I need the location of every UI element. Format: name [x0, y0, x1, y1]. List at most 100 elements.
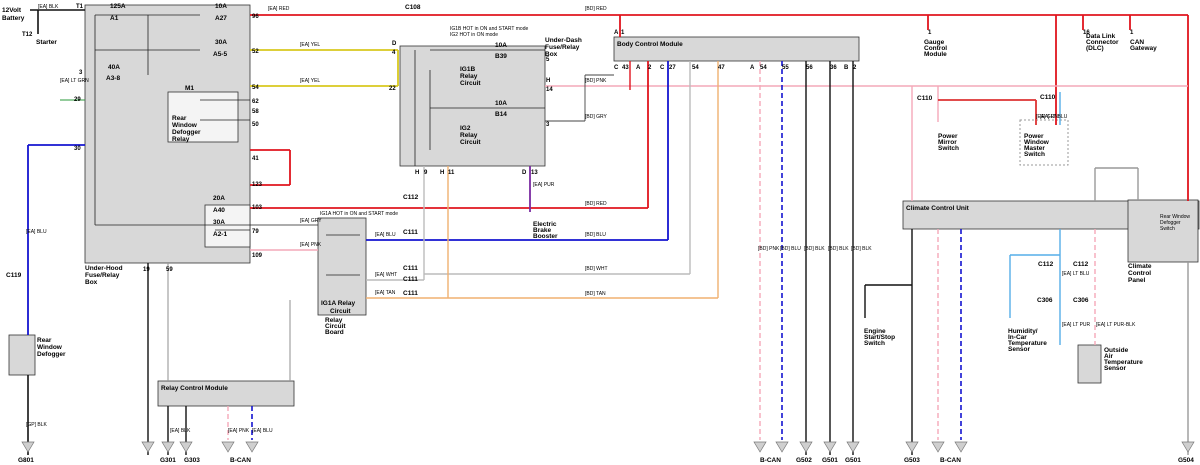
rwd-label-1: Rear	[37, 337, 52, 344]
bcm-pin-b: B	[844, 65, 849, 71]
conn-c111-c: C111	[403, 276, 418, 283]
gcm-pin: 1	[928, 30, 932, 36]
wire-red-bus: [EA] RED	[268, 6, 290, 12]
conn-c112-c: C112	[1073, 261, 1089, 268]
conn-c306-a: C306	[1037, 297, 1053, 304]
battery-label-1: 12Volt	[2, 7, 22, 14]
pwms-label-4: Switch	[1024, 151, 1045, 158]
bcm-pin-a3: A	[750, 65, 755, 71]
wire-tan: [EA] TAN	[375, 290, 396, 296]
relay-board-label-1: Relay	[325, 317, 343, 324]
uhb-label-2: Fuse/Relay	[85, 272, 120, 279]
can-gateway-pin: 1	[1130, 30, 1134, 36]
wire-blu-1: [EA] BLU	[26, 229, 47, 235]
wire-bd-red: [BD] RED	[585, 6, 607, 12]
bcm-pin-a: A	[614, 30, 619, 36]
udb-pin-14: 14	[546, 87, 553, 93]
relay-circuit-board	[317, 217, 367, 316]
uhb-pin-19: 19	[143, 267, 150, 273]
wire-bd-blk-3: [BD] BLK	[851, 246, 872, 252]
climate-control-panel	[1127, 199, 1199, 263]
gcm-label-2: Control	[924, 45, 947, 52]
uhb-pin-96: 96	[252, 14, 259, 20]
udb-relay-ig1b: IG1B	[460, 66, 475, 73]
pwms-label-3: Master	[1024, 145, 1045, 152]
relay-board-label-3: Board	[325, 329, 344, 336]
hum-label-4: Sensor	[1008, 346, 1031, 353]
outside-air-temperature-sensor	[1077, 344, 1102, 384]
dlc-pin: 16	[1083, 30, 1090, 36]
wire-bd-wht: [BD] WHT	[585, 266, 608, 272]
ccp-label-3: Panel	[1128, 277, 1146, 284]
fuse-30a: 30A	[215, 39, 227, 46]
starter-pin: T12	[22, 32, 33, 38]
udb-pin-4: 4	[392, 50, 396, 56]
udb-pin-d2: D	[522, 170, 527, 176]
bcm-pin-1: 1	[621, 30, 625, 36]
udb-pin-h: H	[546, 78, 550, 84]
power-window-master-switch-frame	[1019, 119, 1069, 166]
can-gateway-label-2: Gateway	[1130, 45, 1157, 52]
relay-window: Window	[172, 122, 198, 129]
bcm-pin-2: 2	[648, 65, 652, 71]
oat-label-3: Temperature	[1104, 359, 1143, 366]
wire-bd-blu: [BD] BLU	[585, 232, 606, 238]
pwms-label-2: Window	[1024, 139, 1050, 146]
conn-c111-a: C111	[403, 229, 418, 236]
gcm-label-1: Gauge	[924, 39, 945, 46]
rwd-label-3: Defogger	[37, 351, 66, 358]
bcm-pin-54: 54	[692, 65, 699, 71]
ground-symbols	[21, 441, 1195, 453]
ebb-label-2: Brake	[533, 227, 551, 234]
udb-relay-ig2: IG2	[460, 125, 471, 132]
uhb-pin-62: 62	[252, 99, 259, 105]
udb-pin-5: 5	[546, 57, 550, 63]
ground-bcan-2: B-CAN	[760, 457, 781, 464]
wire-bd-red-2: [BD] RED	[585, 201, 607, 207]
ebb-label-1: Electric	[533, 221, 557, 228]
wire-bd-blu-2: [BD] BLU	[780, 246, 801, 252]
rear-window-defogger	[8, 334, 36, 376]
fuse-20a: 20A	[213, 195, 225, 202]
ground-g501-b: G501	[845, 457, 861, 464]
conn-c111-b: C111	[403, 265, 418, 272]
wire-gry-1: [EA] GRY	[300, 218, 322, 224]
ground-g501-a: G501	[822, 457, 838, 464]
relay-control-module	[157, 380, 295, 407]
udb-pin-9: 9	[424, 170, 428, 176]
conn-c108: C108	[405, 4, 421, 11]
udb-relay-relay: Relay	[460, 73, 478, 80]
uhb-pin-29: 29	[74, 97, 81, 103]
bcm-pin-43: 43	[622, 65, 629, 71]
bcm-pin-47: 47	[718, 65, 725, 71]
wire-blu-2: [EA] BLU	[375, 232, 396, 238]
udb-pin-11: 11	[448, 170, 455, 176]
wire-pur: [EA] PUR	[533, 182, 555, 188]
wire-bd-pnk-2: [BD] PNK	[758, 246, 780, 252]
fuse-10a: 10A	[215, 3, 227, 10]
ground-bcan-1: B-CAN	[230, 457, 251, 464]
wire-bd-gry: [BD] GRY	[585, 114, 608, 120]
oat-label-1: Outside	[1104, 347, 1129, 354]
uhb-pin-59: 59	[166, 267, 173, 273]
ccp-switch-2: Defogger	[1160, 220, 1181, 226]
ground-g801: G801	[18, 457, 34, 464]
fuse-125a: 125A	[110, 3, 126, 10]
ground-g503: G503	[904, 457, 920, 464]
udb-note-1: IG1B HOT in ON and START mode	[450, 26, 528, 32]
wire-wht: [EA] WHT	[375, 272, 397, 278]
battery-label-2: Battery	[2, 15, 25, 22]
relay-rear: Rear	[172, 115, 187, 122]
udb-fuse-10a: 10A	[495, 42, 507, 49]
pms-label-3: Switch	[938, 145, 959, 152]
can-gateway-label-1: CAN	[1130, 39, 1144, 46]
conn-c111-d: C111	[403, 290, 418, 297]
uhb-pin-54: 54	[252, 85, 259, 91]
wire-blk-rcm: [EA] BLK	[170, 428, 191, 434]
udb-label-2: Fuse/Relay	[545, 44, 580, 51]
bcm-pin-36: 36	[830, 65, 837, 71]
relay-defogger: Defogger	[172, 129, 201, 136]
hum-label-2: In-Car	[1008, 334, 1027, 341]
pms-label-2: Mirror	[938, 139, 957, 146]
